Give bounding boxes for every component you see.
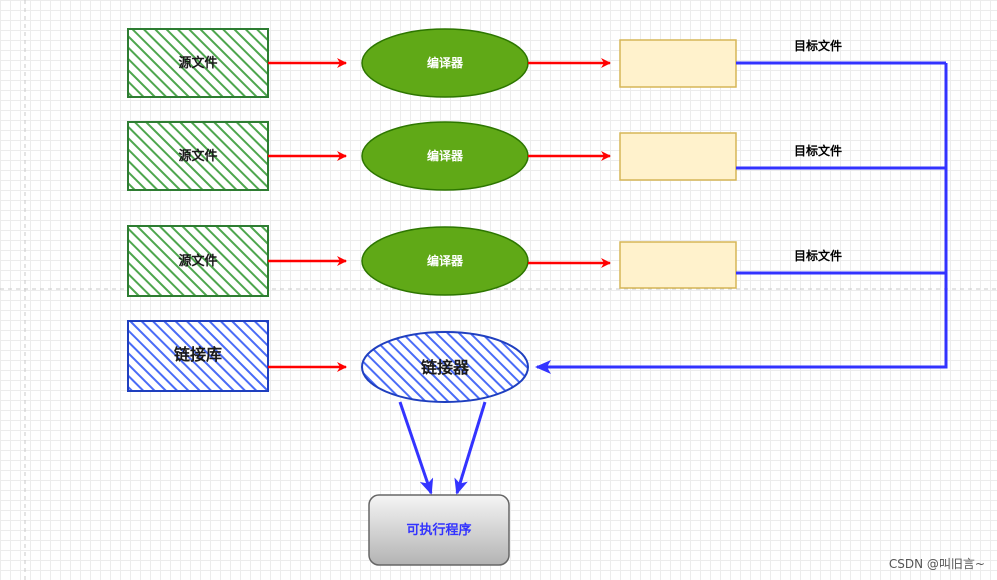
executable-box[interactable] — [368, 494, 510, 566]
source-file-label: 源文件 — [178, 148, 217, 164]
linker-label: 链接器 — [421, 358, 470, 377]
compiler-node[interactable] — [361, 226, 529, 296]
arrow-linker-to-executable — [454, 401, 487, 495]
source-file-box[interactable] — [127, 121, 269, 191]
object-file-box[interactable] — [619, 39, 737, 88]
source-file-box[interactable] — [127, 28, 269, 98]
pipeline-row-3: 源文件 编译器 目标文件 — [127, 225, 946, 297]
source-file-label: 源文件 — [178, 55, 217, 71]
source-file-label: 源文件 — [178, 253, 217, 269]
pipeline-row-1: 源文件 编译器 目标文件 — [127, 28, 946, 98]
object-file-box[interactable] — [619, 241, 737, 289]
watermark: CSDN @叫旧言~ — [888, 557, 985, 571]
object-file-label: 目标文件 — [794, 248, 842, 263]
arrow-linker-to-executable — [398, 401, 434, 495]
object-file-label: 目标文件 — [794, 143, 842, 158]
object-file-label: 目标文件 — [794, 38, 842, 53]
arrow-objects-to-linker — [535, 63, 948, 374]
executable-label: 可执行程序 — [406, 522, 471, 538]
compiler-label: 编译器 — [426, 253, 464, 268]
library-box[interactable] — [127, 320, 269, 392]
object-file-box[interactable] — [619, 132, 737, 181]
linker-node[interactable] — [361, 331, 529, 403]
library-label: 链接库 — [174, 345, 222, 364]
source-file-box[interactable] — [127, 225, 269, 297]
pipeline-row-2: 源文件 编译器 目标文件 — [127, 121, 946, 191]
compiler-label: 编译器 — [426, 148, 464, 163]
compiler-label: 编译器 — [426, 55, 464, 70]
link-row: 链接库 链接器 — [127, 320, 529, 403]
